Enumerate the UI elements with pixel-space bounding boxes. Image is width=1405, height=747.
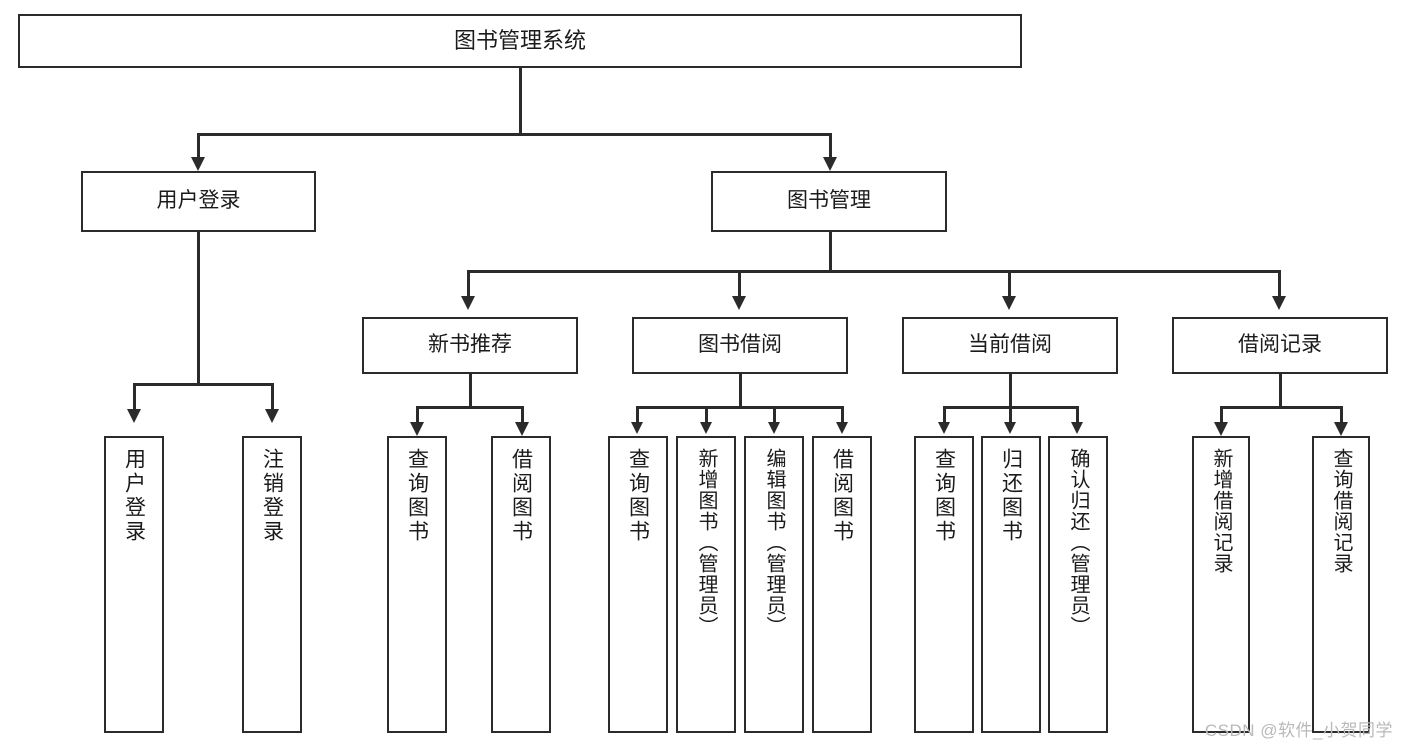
connector-to-book-borrow — [738, 270, 741, 298]
connector-book-borrow-stem — [739, 374, 742, 408]
connector-br-drop-1 — [1220, 406, 1223, 424]
leaf-edit-book[interactable]: 编辑图书（管理员） — [744, 436, 804, 733]
leaf-borrow-book-1[interactable]: 借阅图书 — [491, 436, 551, 733]
arrow-to-leaf-query-book-1 — [410, 422, 424, 436]
arrow-to-new-book-recommend — [461, 296, 475, 310]
leaf-borrow-book-2[interactable]: 借阅图书 — [812, 436, 872, 733]
connector-br-drop-2 — [1340, 406, 1343, 424]
connector-bb-drop-1 — [636, 406, 639, 424]
arrow-to-leaf-edit-book — [768, 422, 780, 434]
connector-user-login-bus — [133, 383, 273, 386]
arrow-to-leaf-query-book-3 — [938, 422, 950, 434]
node-label: 用户登录 — [122, 448, 146, 544]
connector-to-current-borrow — [1008, 270, 1011, 298]
node-book-borrow[interactable]: 图书借阅 — [632, 317, 848, 374]
node-root-book-management-system[interactable]: 图书管理系统 — [18, 14, 1022, 68]
node-label: 新增借阅记录 — [1210, 448, 1232, 574]
connector-user-login-stem — [197, 232, 200, 385]
connector-cb-drop-3 — [1076, 406, 1079, 424]
arrow-to-book-borrow — [732, 296, 746, 310]
node-label: 新书推荐 — [428, 333, 512, 357]
connector-to-borrow-record — [1278, 270, 1281, 298]
connector-nbr-drop-1 — [416, 406, 419, 424]
leaf-query-book-3[interactable]: 查询图书 — [914, 436, 974, 733]
connector-new-book-recommend-stem — [469, 374, 472, 408]
arrow-to-leaf-add-book — [700, 422, 712, 434]
node-label: 确认归还（管理员） — [1067, 448, 1089, 637]
leaf-query-book-2[interactable]: 查询图书 — [608, 436, 668, 733]
node-label: 归还图书 — [999, 448, 1023, 544]
leaf-query-borrow-record[interactable]: 查询借阅记录 — [1312, 436, 1370, 733]
node-label: 查询图书 — [405, 448, 429, 544]
connector-root-to-book-management — [829, 133, 832, 159]
connector-user-login-drop-2 — [271, 383, 274, 411]
connector-root-to-user-login — [197, 133, 200, 159]
arrow-to-book-management — [823, 157, 837, 171]
arrow-to-leaf-user-login — [127, 409, 141, 423]
node-label: 注销登录 — [260, 448, 284, 544]
connector-current-borrow-stem — [1009, 374, 1012, 408]
connector-borrow-record-stem — [1279, 374, 1282, 408]
node-user-login[interactable]: 用户登录 — [81, 171, 316, 232]
arrow-to-user-login — [191, 157, 205, 171]
connector-root-stem — [519, 68, 522, 134]
node-label: 查询图书 — [626, 448, 650, 544]
connector-to-new-book-recommend — [467, 270, 470, 298]
node-current-borrow[interactable]: 当前借阅 — [902, 317, 1118, 374]
arrow-to-current-borrow — [1002, 296, 1016, 310]
leaf-add-book[interactable]: 新增图书（管理员） — [676, 436, 736, 733]
arrow-to-leaf-borrow-book-2 — [836, 422, 848, 434]
node-new-book-recommend[interactable]: 新书推荐 — [362, 317, 578, 374]
leaf-user-login[interactable]: 用户登录 — [104, 436, 164, 733]
connector-bb-drop-2 — [705, 406, 708, 424]
node-label: 图书管理 — [787, 189, 871, 213]
node-label: 查询图书 — [932, 448, 956, 544]
arrow-to-leaf-confirm-return — [1071, 422, 1083, 434]
arrow-to-leaf-query-book-2 — [631, 422, 643, 434]
connector-cb-drop-2 — [1009, 406, 1012, 424]
arrow-to-leaf-borrow-book-1 — [515, 422, 529, 436]
connector-book-management-stem — [829, 232, 832, 272]
leaf-return-book[interactable]: 归还图书 — [981, 436, 1041, 733]
connector-nbr-drop-2 — [521, 406, 524, 424]
node-label: 借阅记录 — [1238, 333, 1322, 357]
node-label: 查询借阅记录 — [1330, 448, 1352, 574]
arrow-to-leaf-return-book — [1004, 422, 1016, 434]
node-label: 编辑图书（管理员） — [763, 448, 785, 637]
node-label: 借阅图书 — [509, 448, 533, 544]
leaf-query-book-1[interactable]: 查询图书 — [387, 436, 447, 733]
connector-borrow-record-bus — [1220, 406, 1342, 409]
leaf-confirm-return[interactable]: 确认归还（管理员） — [1048, 436, 1108, 733]
node-book-management[interactable]: 图书管理 — [711, 171, 947, 232]
node-label: 当前借阅 — [968, 333, 1052, 357]
node-label: 新增图书（管理员） — [695, 448, 717, 637]
connector-bb-drop-4 — [841, 406, 844, 424]
connector-new-book-recommend-bus — [416, 406, 524, 409]
connector-cb-drop-1 — [943, 406, 946, 424]
connector-bb-drop-3 — [773, 406, 776, 424]
connector-level3-bus — [467, 270, 1280, 273]
connector-root-bus — [197, 133, 831, 136]
arrow-to-borrow-record — [1272, 296, 1286, 310]
node-label: 借阅图书 — [830, 448, 854, 544]
leaf-logout-login[interactable]: 注销登录 — [242, 436, 302, 733]
node-label: 用户登录 — [156, 189, 241, 213]
connector-book-borrow-bus — [636, 406, 844, 409]
arrow-to-leaf-logout-login — [265, 409, 279, 423]
node-label: 图书借阅 — [698, 333, 782, 357]
node-label: 图书管理系统 — [453, 27, 586, 53]
arrow-to-leaf-add-borrow-record — [1214, 422, 1228, 436]
arrow-to-leaf-query-borrow-record — [1334, 422, 1348, 436]
connector-user-login-drop-1 — [133, 383, 136, 411]
node-borrow-record[interactable]: 借阅记录 — [1172, 317, 1388, 374]
leaf-add-borrow-record[interactable]: 新增借阅记录 — [1192, 436, 1250, 733]
